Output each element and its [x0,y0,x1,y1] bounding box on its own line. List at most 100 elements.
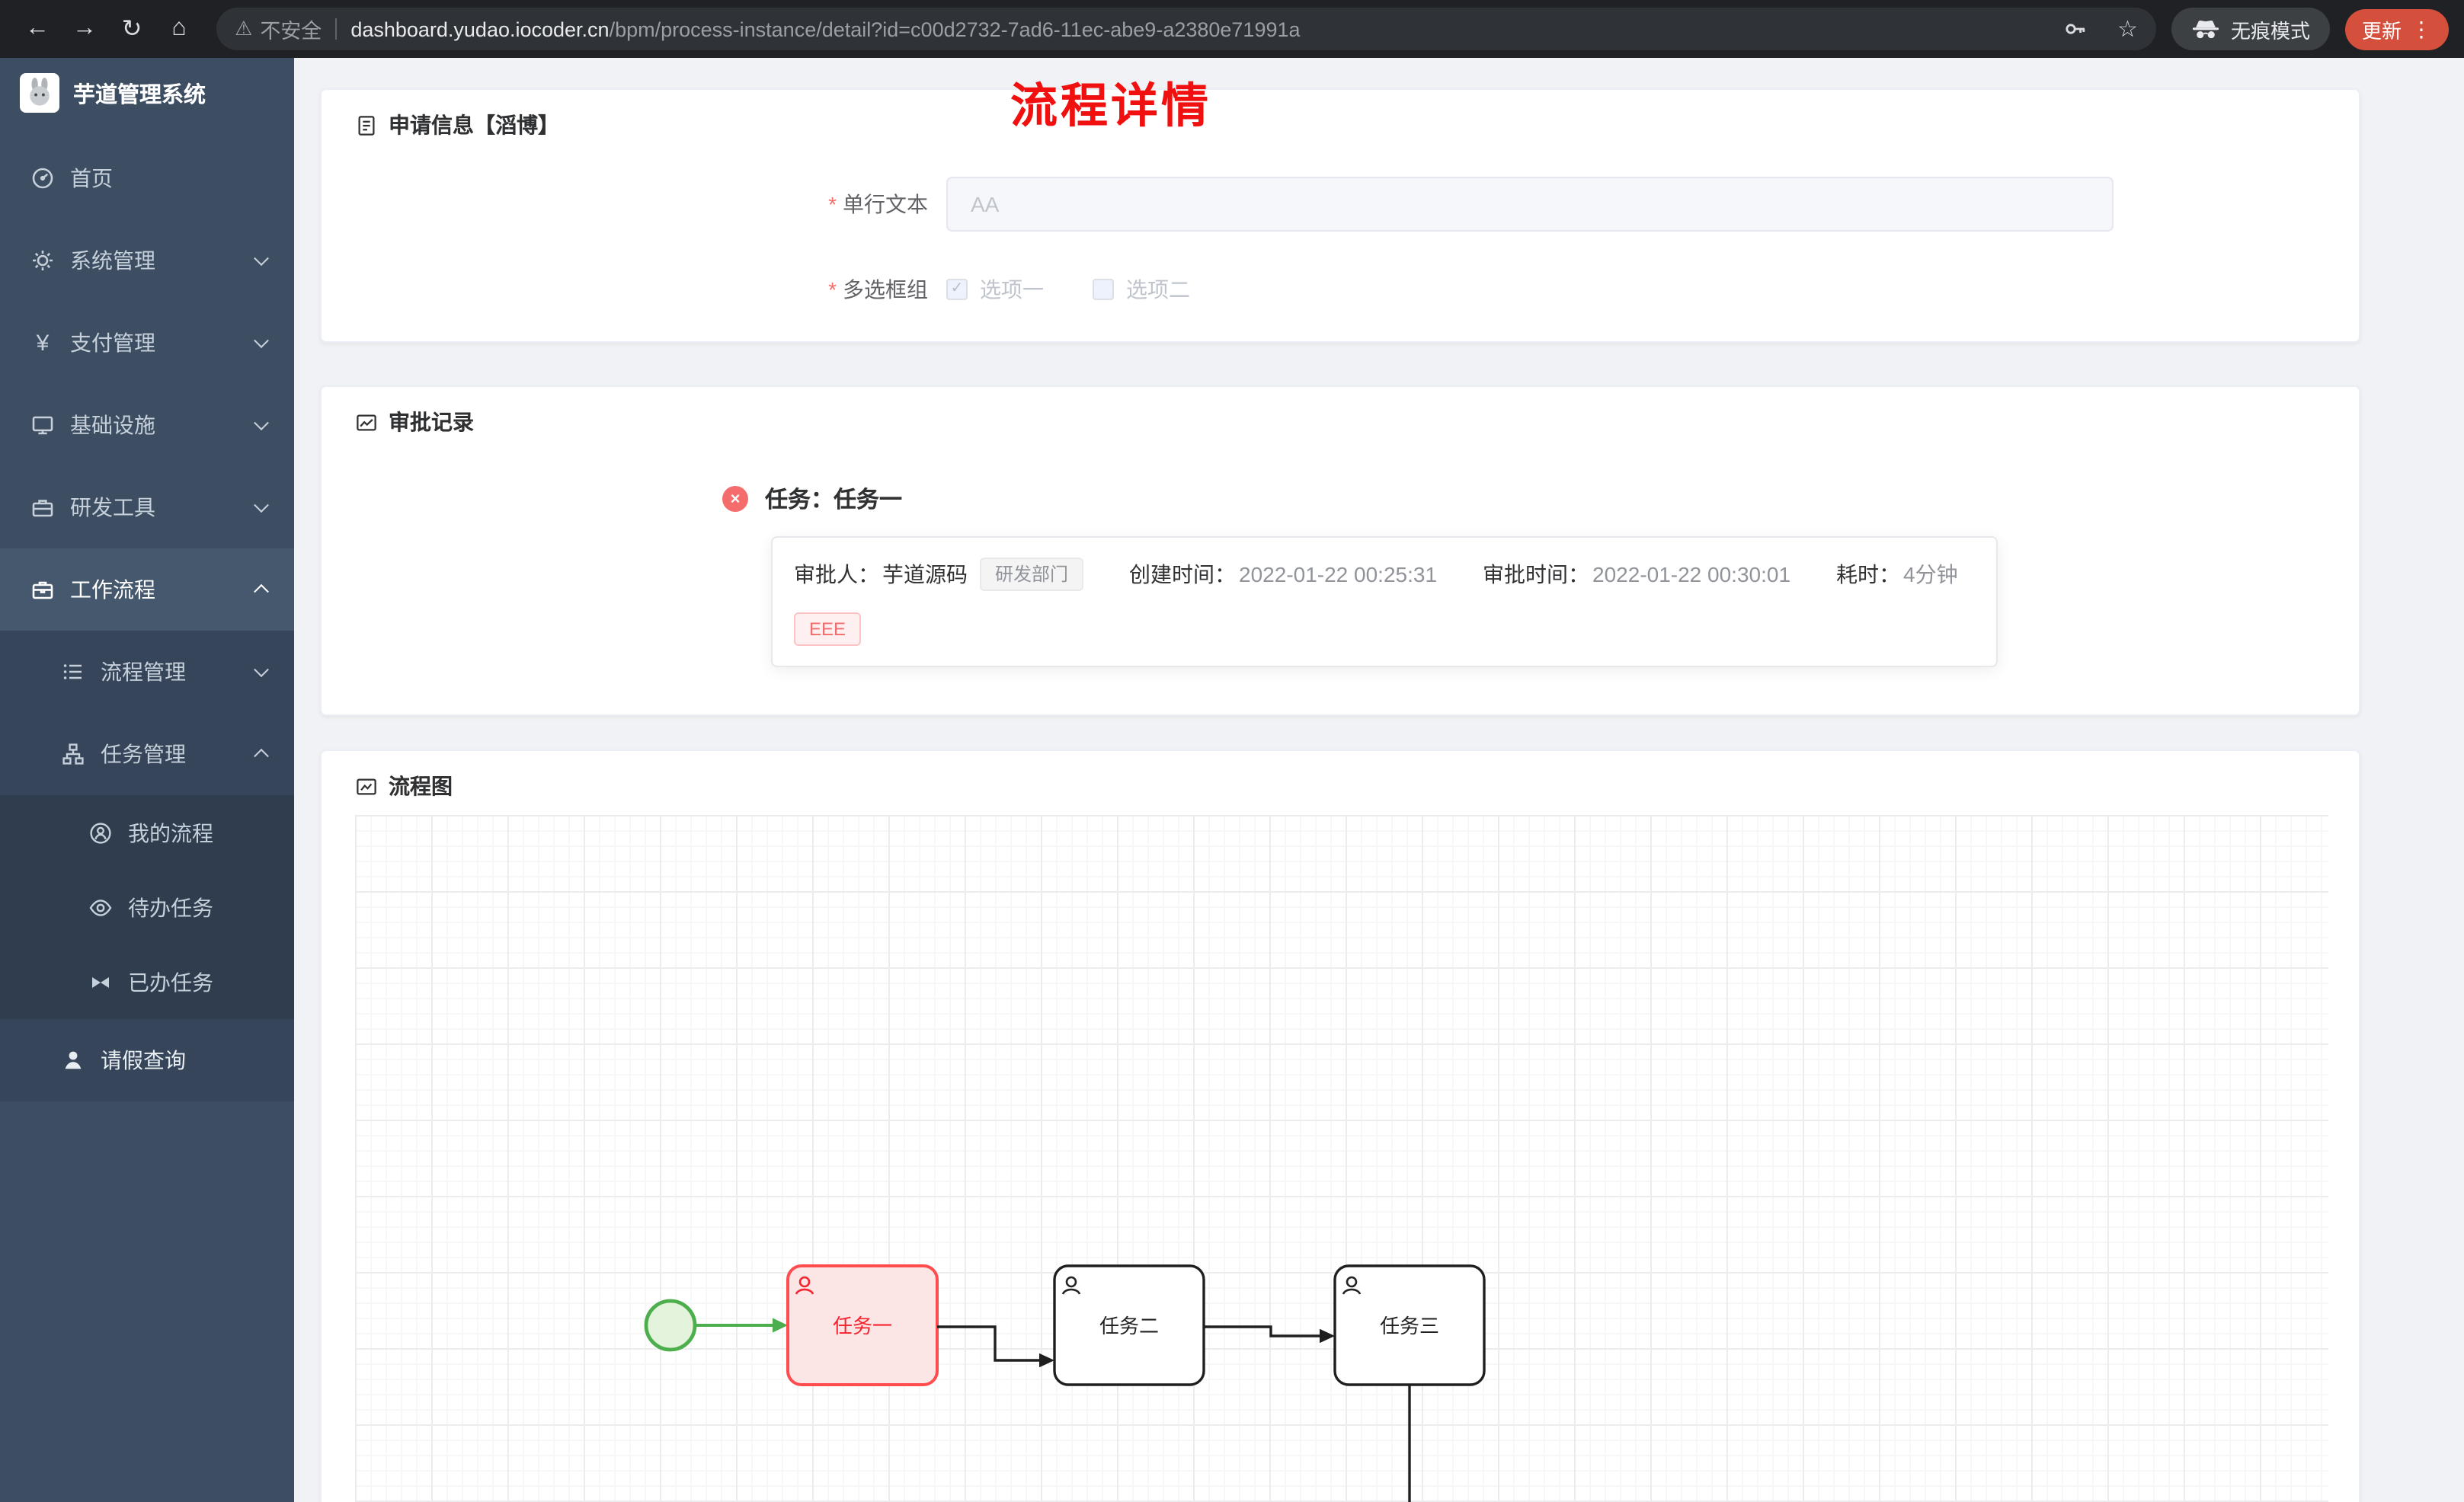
apply-info-card: 申请信息【滔博】 *单行文本 AA *多选框组 [320,88,2360,343]
sidebar-item-workflow[interactable]: 工作流程 [0,548,294,631]
sidebar-item-done-tasks[interactable]: 已办任务 [0,944,294,1019]
kebab-menu-icon: ⋮ [2411,16,2432,40]
single-line-text-input[interactable]: AA [946,177,2114,232]
approver-label: 审批人： [794,562,879,586]
user-circle-icon [88,820,113,845]
back-button[interactable]: ← [25,15,50,41]
home-button[interactable]: ⌂ [171,15,187,41]
sidebar-item-label: 待办任务 [128,895,213,919]
chevron-up-icon [254,748,269,764]
sidebar-item-my-processes[interactable]: 我的流程 [0,795,294,870]
person-icon [61,1048,85,1072]
dept-tag: 研发部门 [980,558,1084,591]
app-logo[interactable]: 芋道管理系统 [0,58,294,128]
sidebar-item-label: 基础设施 [70,413,155,437]
start-event-node[interactable] [644,1299,697,1352]
task-node-label: 任务二 [1099,1315,1159,1337]
sequence-flow-start-task1 [696,1318,788,1333]
update-label: 更新 [2361,19,2402,42]
list-icon [61,660,85,684]
approval-record-card: 审批记录 × 任务：任务一 审批人： 芋道源码 研发部门 创建时间： 2022-… [320,385,2360,716]
approver-name: 芋道源码 [882,562,968,586]
sidebar-item-leave-query[interactable]: 请假查询 [0,1019,294,1101]
field-label-checkbox-group: *多选框组 [828,277,928,302]
logo-avatar-rabbit [20,73,59,113]
task-node-1[interactable]: 任务一 [786,1264,939,1386]
password-key-icon[interactable] [2062,17,2087,41]
update-menu-button[interactable]: 更新 ⋮ [2344,8,2449,50]
incognito-icon [2191,18,2220,40]
chevron-down-icon [254,333,269,349]
monitor-icon [30,413,55,437]
checkbox-option-1[interactable]: ✓ 选项一 [946,274,1044,305]
required-asterisk: * [828,277,837,302]
task-title: 任务：任务一 [765,487,903,513]
record-icon [355,411,378,433]
checkbox-option-2[interactable]: 选项二 [1093,274,1190,305]
url-domain: dashboard.yudao.iocoder.cn [350,18,610,40]
comment-tag: EEE [794,612,862,646]
chevron-up-icon [254,583,269,599]
duration-value: 4分钟 [1903,562,1958,586]
reload-button[interactable]: ↻ [121,17,142,43]
chevron-down-icon [254,251,269,267]
briefcase-icon [30,577,55,602]
task-node-label: 任务三 [1380,1315,1439,1337]
document-icon [355,113,378,136]
sidebar-item-system-mgmt[interactable]: 系统管理 [0,219,294,302]
input-value: AA [971,192,1000,216]
bpmn-canvas[interactable]: 任务一 任务二 [355,815,2328,1502]
task-node-2[interactable]: 任务二 [1053,1264,1205,1386]
sidebar-item-label: 系统管理 [70,248,155,273]
checkbox-label: 选项一 [980,277,1044,302]
app-title: 芋道管理系统 [73,83,206,107]
gear-icon [30,248,55,273]
sidebar-item-label: 研发工具 [70,495,155,519]
eye-icon [88,895,113,919]
sidebar-item-dev-tools[interactable]: 研发工具 [0,466,294,548]
sidebar-item-label: 请假查询 [101,1048,186,1072]
incognito-badge: 无痕模式 [2171,8,2330,50]
checkbox-unchecked-icon [1093,279,1114,300]
sidebar-item-label: 我的流程 [128,820,213,845]
sidebar-menu: 首页 系统管理 ¥ 支付管理 [0,128,294,1101]
sidebar-item-payment-mgmt[interactable]: ¥ 支付管理 [0,302,294,384]
created-time: 2022-01-22 00:25:31 [1239,562,1438,586]
sidebar-item-process-mgmt[interactable]: 流程管理 [0,631,294,713]
task-node-3[interactable]: 任务三 [1333,1264,1486,1386]
address-bar[interactable]: ⚠ 不安全 dashboard.yudao.iocoder.cn/bpm/pro… [216,8,2156,50]
field-label-single-line: *单行文本 [828,192,928,216]
checkbox-label: 选项二 [1126,277,1190,302]
rejected-status-icon: × [722,486,748,512]
sidebar-item-label: 流程管理 [101,660,186,684]
sidebar-item-infrastructure[interactable]: 基础设施 [0,384,294,466]
forward-button[interactable]: → [72,15,97,41]
sidebar-item-label: 已办任务 [128,970,213,994]
flow-diagram-card: 流程图 [320,749,2360,1502]
sidebar: 芋道管理系统 首页 [0,58,294,1502]
task-node-label: 任务一 [833,1315,892,1337]
sidebar-item-label: 工作流程 [70,577,155,602]
dashboard-icon [30,166,55,190]
sidebar-item-task-mgmt[interactable]: 任务管理 [0,713,294,795]
security-label: 不安全 [260,20,322,43]
chevron-down-icon [254,415,269,431]
sidebar-item-label: 支付管理 [70,331,155,355]
checkbox-group: ✓ 选项一 选项二 [946,274,1239,305]
diagram-icon [355,775,378,797]
page-title: 流程详情 [1010,79,1211,133]
url-divider [335,18,338,40]
url-path: /bpm/process-instance/detail?id=c00d2732… [609,18,1301,40]
duration-label: 耗时： [1836,562,1901,586]
browser-toolbar: ← → ↻ ⌂ ⚠ 不安全 dashboard.yudao.iocoder.cn… [0,0,2464,58]
sidebar-item-home[interactable]: 首页 [0,137,294,219]
card-title: 流程图 [389,774,453,798]
sidebar-item-todo-tasks[interactable]: 待办任务 [0,870,294,944]
required-asterisk: * [828,192,837,216]
sidebar-item-label: 任务管理 [101,742,186,766]
yen-icon: ¥ [36,330,50,356]
bookmark-star-icon[interactable]: ☆ [2117,17,2138,43]
approval-detail-card: 审批人： 芋道源码 研发部门 创建时间： 2022-01-22 00:25:31… [771,536,1998,667]
incognito-label: 无痕模式 [2230,19,2310,42]
